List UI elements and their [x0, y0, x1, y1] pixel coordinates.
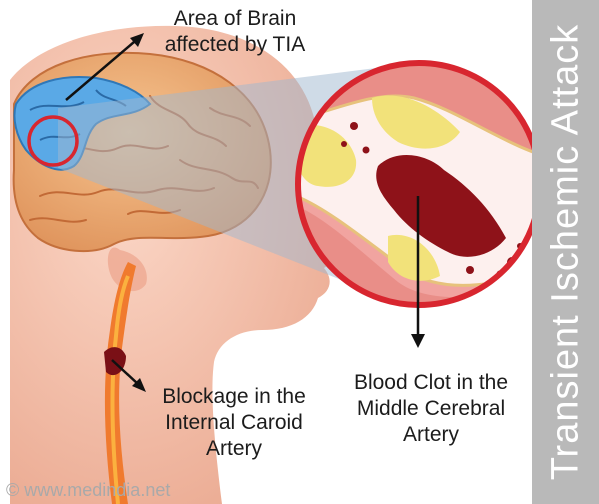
watermark: © www.medindia.net: [6, 480, 170, 501]
label-brain-area: Area of Brain affected by TIA: [140, 6, 330, 58]
label-blockage: Blockage in the Internal Caroid Artery: [142, 384, 326, 462]
side-title-band: Transient Ischemic Attack: [532, 0, 599, 504]
label-clot-line-1: Blood Clot in the: [332, 370, 530, 396]
label-clot-line-2: Middle Cerebral: [332, 396, 530, 422]
label-brain-area-line-1: Area of Brain: [140, 6, 330, 32]
label-clot: Blood Clot in the Middle Cerebral Artery: [332, 370, 530, 448]
label-brain-area-line-2: affected by TIA: [140, 32, 330, 58]
label-blockage-line-3: Artery: [142, 436, 326, 462]
label-blockage-line-2: Internal Caroid: [142, 410, 326, 436]
label-clot-line-3: Artery: [332, 422, 530, 448]
label-blockage-line-1: Blockage in the: [142, 384, 326, 410]
side-title: Transient Ischemic Attack: [544, 24, 587, 481]
